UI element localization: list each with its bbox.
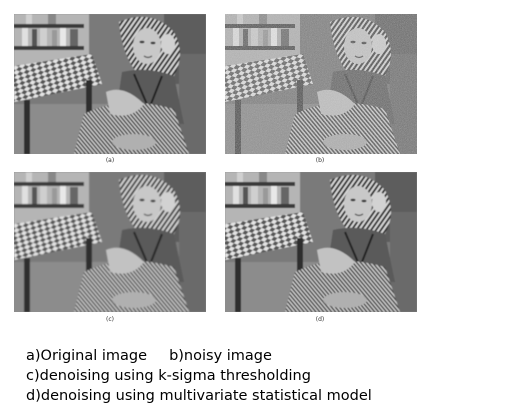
figure-caption: a)Original image b)noisy image c)denoisin…: [26, 346, 372, 406]
panel-label-a: (a): [105, 157, 115, 164]
photo-original: [14, 14, 206, 154]
panel-label-d: (d): [315, 316, 325, 323]
caption-line-1: a)Original image b)noisy image: [26, 346, 372, 366]
photo-noisy: [225, 14, 417, 154]
panel-label-c: (c): [106, 316, 114, 323]
caption-noisy: b)noisy image: [169, 348, 272, 364]
photo-denoised-k-sigma: [14, 172, 206, 312]
caption-line-2: c)denoising using k-sigma thresholding: [26, 368, 311, 384]
caption-original: a)Original image: [26, 348, 148, 364]
panel-label-b: (b): [315, 157, 325, 164]
photo-denoised-multivariate: [225, 172, 417, 312]
caption-line-3: d)denoising using multivariate statistic…: [26, 388, 372, 404]
